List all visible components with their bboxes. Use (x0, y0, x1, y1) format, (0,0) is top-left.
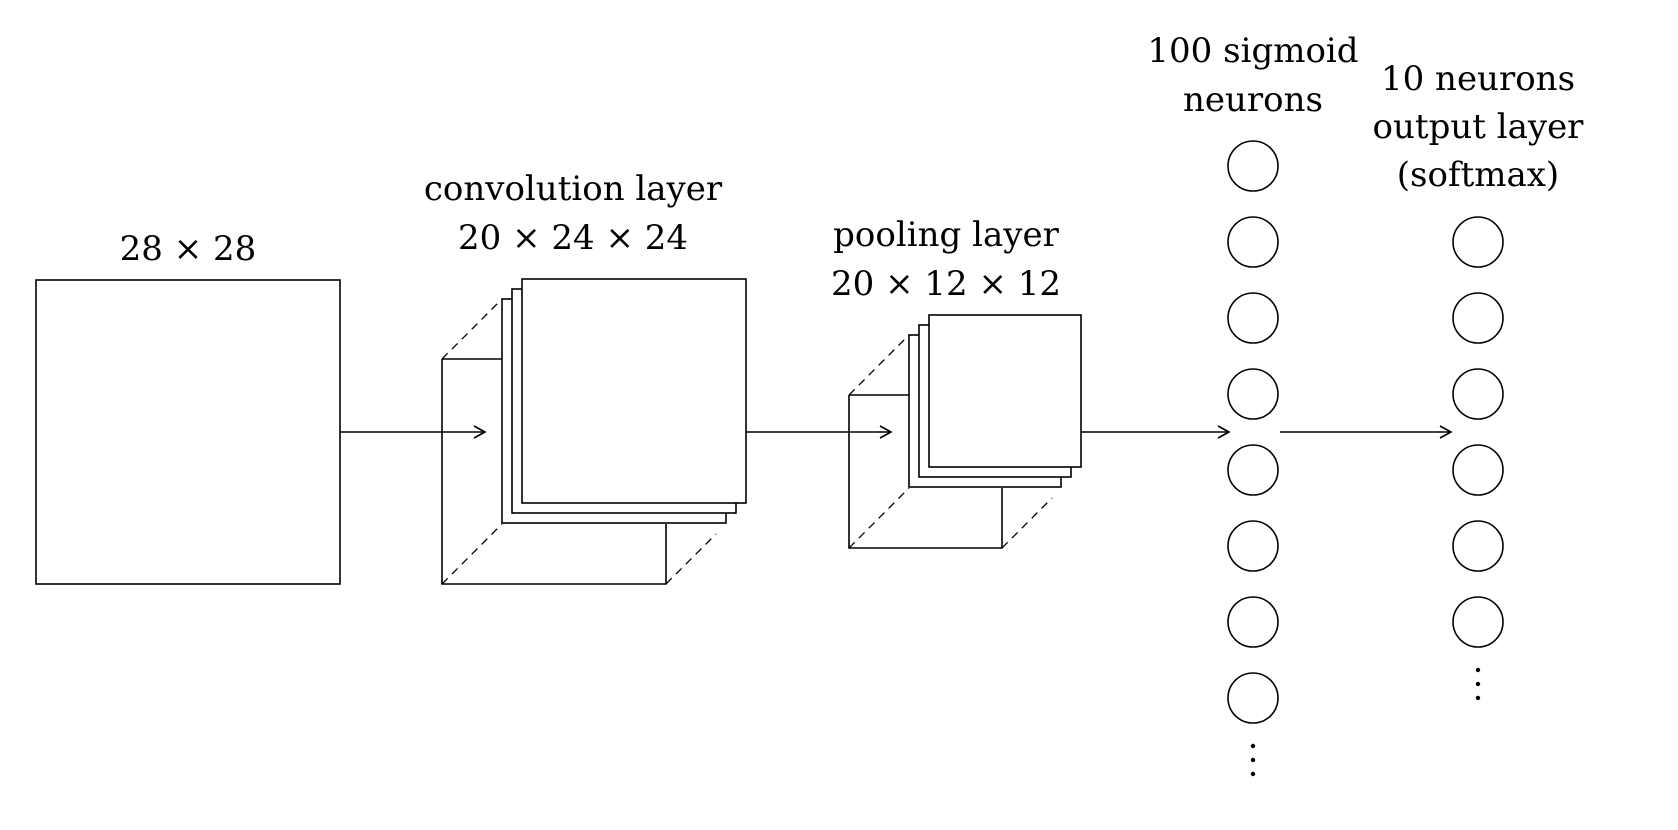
conv-depth-edge-bottom (441, 523, 503, 585)
conv-layer-title: convolution layer (424, 169, 723, 209)
neuron (1452, 596, 1504, 648)
ellipsis-dot (1475, 667, 1481, 673)
output-neurons (1452, 216, 1504, 648)
ellipsis-dot (1250, 771, 1256, 777)
ellipsis-dot (1250, 743, 1256, 749)
ellipsis-dot (1250, 757, 1256, 763)
neuron (1227, 368, 1279, 420)
convolution-layer: convolution layer 20 × 24 × 24 (424, 169, 747, 585)
conv-layer-dimensions: 20 × 24 × 24 (458, 218, 688, 258)
ellipsis-dot (1475, 695, 1481, 701)
neuron (1452, 292, 1504, 344)
conv-depth-edge-top (441, 298, 503, 360)
arrow-hidden-to-output (1280, 425, 1453, 439)
neuron (1227, 520, 1279, 572)
arrow-input-to-conv (340, 425, 487, 439)
output-layer-subtitle: output layer (1373, 107, 1585, 147)
output-layer-title: 10 neurons (1381, 59, 1575, 99)
neuron (1452, 216, 1504, 268)
output-layer-ellipsis (1475, 667, 1481, 701)
neuron (1452, 520, 1504, 572)
neuron (1227, 140, 1279, 192)
neuron (1227, 672, 1279, 724)
sigmoid-layer-ellipsis (1250, 743, 1256, 777)
neuron (1452, 444, 1504, 496)
conv-feature-map (521, 278, 747, 504)
pool-feature-map (928, 314, 1082, 468)
conv-back-face (441, 359, 667, 585)
output-layer: 10 neurons output layer (softmax) (1373, 59, 1585, 701)
pool-depth-edge-right (1001, 497, 1053, 549)
neuron (1227, 596, 1279, 648)
pool-back-face (848, 395, 1003, 549)
sigmoid-layer: 100 sigmoid neurons (1147, 31, 1359, 777)
pool-depth-edge-bottom (848, 487, 910, 549)
ellipsis-dot (1475, 681, 1481, 687)
arrow-pool-to-hidden (1081, 425, 1231, 439)
conv-depth-edge-right (665, 533, 717, 585)
neuron (1227, 444, 1279, 496)
pooling-layer: pooling layer 20 × 12 × 12 (831, 215, 1082, 549)
input-layer-label: 28 × 28 (120, 229, 257, 269)
input-image-square (35, 279, 341, 585)
pool-depth-edge-top (848, 334, 910, 396)
sigmoid-layer-subtitle: neurons (1183, 80, 1323, 120)
neuron (1452, 368, 1504, 420)
pool-layer-title: pooling layer (833, 215, 1059, 255)
neuron (1227, 292, 1279, 344)
sigmoid-neurons (1227, 140, 1279, 724)
pool-layer-dimensions: 20 × 12 × 12 (831, 264, 1061, 304)
output-layer-activation: (softmax) (1397, 155, 1559, 195)
neuron (1227, 216, 1279, 268)
sigmoid-layer-title: 100 sigmoid (1147, 31, 1358, 71)
input-layer: 28 × 28 (35, 229, 341, 585)
arrow-conv-to-pool (746, 425, 893, 439)
